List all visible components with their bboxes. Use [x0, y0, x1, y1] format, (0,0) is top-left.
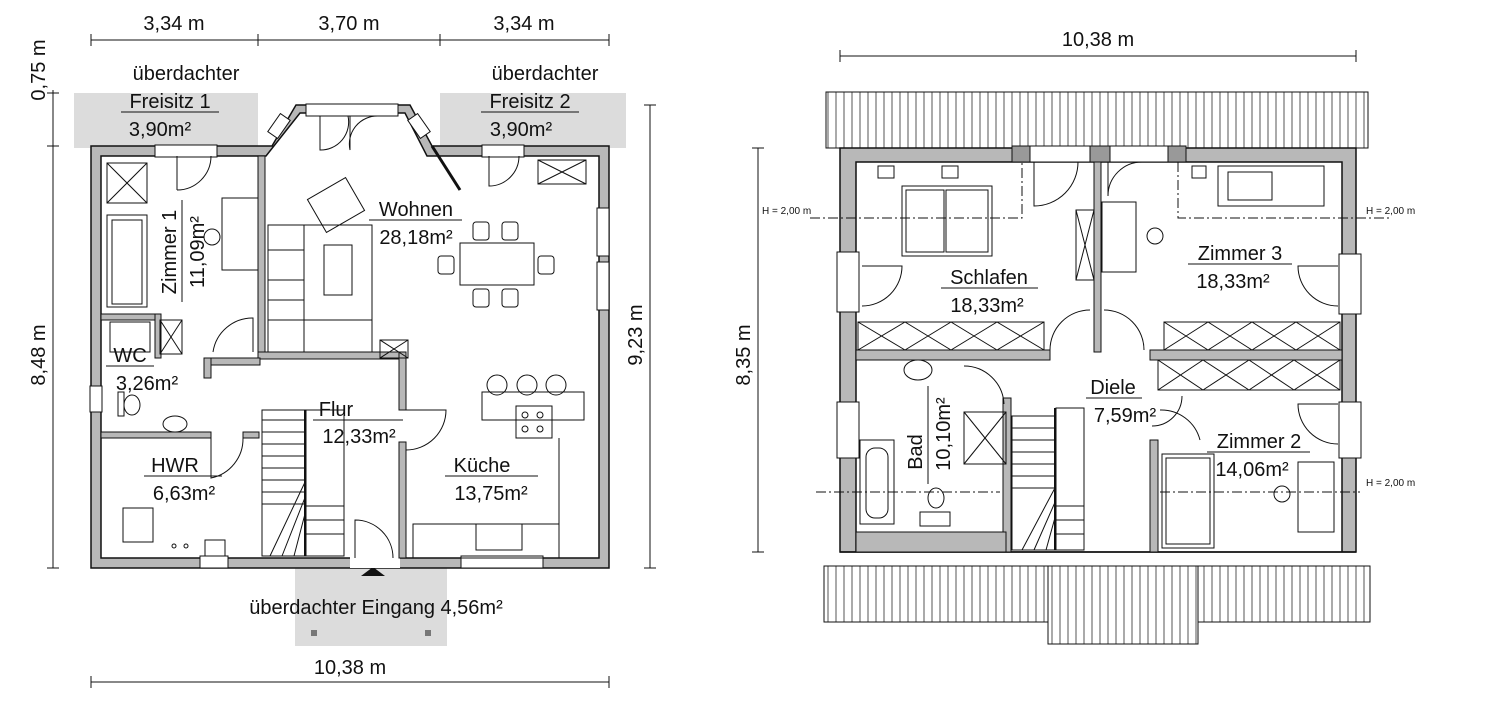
wohnen-area: 28,18m² — [379, 227, 453, 249]
dim-top-middle: 3,70 m — [318, 13, 379, 35]
bad-area: 10,10m² — [933, 397, 955, 471]
freisitz1-line2: Freisitz 1 — [129, 91, 210, 113]
upper-floor-plan: 10,38 m 8,35 m H = 2,00 m H = 2,00 m H =… — [733, 29, 1415, 645]
zimmer3-area: 18,33m² — [1196, 271, 1270, 293]
zimmer3-name: Zimmer 3 — [1198, 243, 1282, 265]
eingang-label: überdachter Eingang 4,56m² — [249, 597, 503, 619]
zimmer1-area: 11,09m² — [187, 216, 209, 288]
freisitz1-area — [74, 93, 258, 148]
height-mark-left: H = 2,00 m — [762, 206, 811, 217]
upper-dim-top: 10,38 m — [1062, 29, 1134, 51]
freisitz1-area-label: 3,90m² — [129, 119, 192, 141]
entrance-arrow-icon — [361, 567, 385, 576]
zimmer1-name: Zimmer 1 — [159, 210, 181, 294]
zimmer2-name: Zimmer 2 — [1217, 431, 1301, 453]
bad-name: Bad — [905, 434, 927, 470]
kueche-area: 13,75m² — [454, 483, 528, 505]
flur-area: 12,33m² — [322, 426, 396, 448]
upper-dim-left: 8,35 m — [733, 324, 755, 385]
freisitz2-line1: überdachter — [492, 63, 599, 85]
dim-left: 8,48 m — [28, 324, 50, 385]
wohnen-name: Wohnen — [379, 199, 453, 221]
ground-floor-plan: 3,34 m 3,70 m 3,34 m 10,38 m 0,75 m 8,48… — [28, 13, 656, 688]
dim-top-right: 3,34 m — [493, 13, 554, 35]
wc-area: 3,26m² — [116, 373, 179, 395]
zimmer2-area: 14,06m² — [1215, 459, 1289, 481]
wc-name: WC — [113, 345, 146, 367]
freisitz2-area-label: 3,90m² — [490, 119, 553, 141]
height-mark-right-top: H = 2,00 m — [1366, 206, 1415, 217]
height-mark-right-bottom: H = 2,00 m — [1366, 478, 1415, 489]
dim-right: 9,23 m — [625, 304, 647, 365]
dim-left-small: 0,75 m — [28, 39, 50, 100]
freisitz2-line2: Freisitz 2 — [489, 91, 570, 113]
schlafen-area: 18,33m² — [950, 295, 1024, 317]
kueche-name: Küche — [454, 455, 511, 477]
eingang-area — [295, 566, 447, 646]
freisitz2-area — [440, 93, 626, 148]
freisitz1-line1: überdachter — [133, 63, 240, 85]
dim-top-left: 3,34 m — [143, 13, 204, 35]
hwr-area: 6,63m² — [153, 483, 216, 505]
diele-area: 7,59m² — [1094, 405, 1157, 427]
flur-name: Flur — [319, 399, 354, 421]
roof-top — [825, 91, 1369, 149]
dim-bottom: 10,38 m — [314, 657, 386, 679]
hwr-name: HWR — [151, 455, 199, 477]
diele-name: Diele — [1090, 377, 1136, 399]
schlafen-name: Schlafen — [950, 267, 1028, 289]
